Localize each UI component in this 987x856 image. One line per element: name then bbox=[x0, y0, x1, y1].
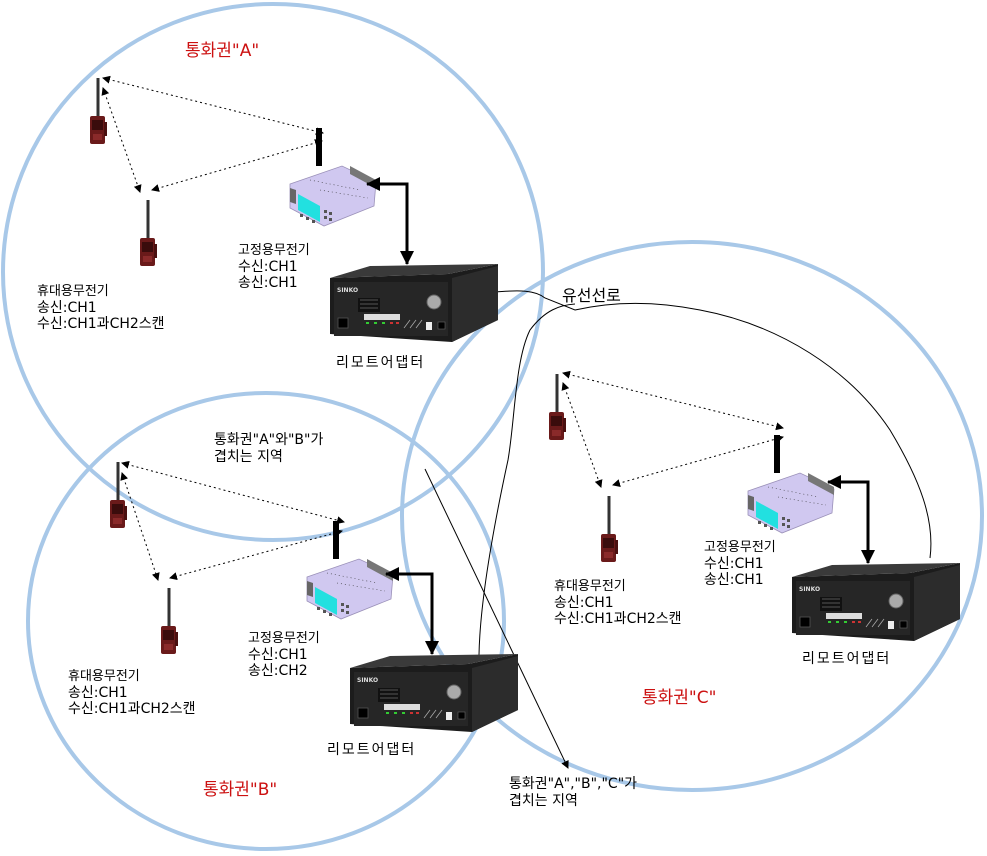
handheld-label-a: 휴대용무전기 송신:CH1 수신:CH1과CH2스캔 bbox=[37, 284, 165, 332]
handheld-radio-icon bbox=[161, 588, 178, 654]
overlap-abc-note: 통화권"A","B","C"가 겹치는 지역 bbox=[509, 776, 637, 810]
zone-a-devices bbox=[90, 75, 499, 343]
overlap-ab-line2: 겹치는 지역 bbox=[214, 449, 283, 465]
handheld-tx: 송신:CH1 bbox=[37, 300, 97, 316]
fixed-rx: 수신:CH1 bbox=[704, 556, 764, 572]
control-link bbox=[827, 475, 875, 564]
radio-link bbox=[561, 382, 603, 488]
fixed-rx: 수신:CH1 bbox=[248, 647, 308, 663]
fixed-label-a: 고정용무전기 수신:CH1 송신:CH1 bbox=[238, 243, 310, 291]
handheld-label-c: 휴대용무전기 송신:CH1 수신:CH1과CH2스캔 bbox=[554, 579, 682, 627]
radio-link bbox=[120, 472, 160, 581]
handheld-radio-icon bbox=[140, 200, 157, 266]
zone-c-title: 통화권"C" bbox=[642, 688, 717, 708]
control-link bbox=[385, 567, 439, 655]
handheld-tx: 송신:CH1 bbox=[554, 595, 614, 611]
remote-adapter-icon bbox=[329, 263, 499, 343]
zone-c-circle bbox=[400, 240, 984, 792]
wired-line-b bbox=[478, 303, 576, 656]
overlap-abc-line1: 통화권"A","B","C"가 bbox=[509, 776, 638, 792]
fixed-tx: 송신:CH1 bbox=[238, 275, 298, 291]
overlap-abc-line2: 겹치는 지역 bbox=[509, 793, 578, 809]
handheld-rx: 수신:CH1과CH2스캔 bbox=[554, 611, 682, 627]
handheld-label-b: 휴대용무전기 송신:CH1 수신:CH1과CH2스캔 bbox=[68, 669, 196, 717]
wire-label: 유선선로 bbox=[562, 286, 621, 305]
zone-a-title: 통화권"A" bbox=[185, 41, 260, 61]
fixed-title: 고정용무전기 bbox=[704, 540, 776, 555]
fixed-label-b: 고정용무전기 수신:CH1 송신:CH2 bbox=[248, 631, 320, 679]
handheld-rx: 수신:CH1과CH2스캔 bbox=[68, 701, 196, 717]
handheld-tx: 송신:CH1 bbox=[68, 685, 128, 701]
control-link bbox=[366, 177, 414, 265]
overlap-ab-note: 통화권"A"와"B"가 겹치는 지역 bbox=[214, 432, 323, 466]
radio-link bbox=[101, 87, 142, 193]
handheld-title: 휴대용무전기 bbox=[554, 579, 626, 594]
handheld-radio-icon bbox=[601, 496, 618, 562]
radio-link bbox=[121, 460, 345, 525]
handheld-title: 휴대용무전기 bbox=[68, 669, 140, 684]
radio-link bbox=[102, 75, 324, 136]
adapter-label-a: 리모트어댑터 bbox=[336, 355, 426, 371]
adapter-label-b: 리모트어댑터 bbox=[327, 742, 417, 758]
fixed-label-c: 고정용무전기 수신:CH1 송신:CH1 bbox=[704, 540, 776, 588]
zone-b-circle bbox=[26, 391, 506, 851]
adapter-label-c: 리모트어댑터 bbox=[802, 651, 892, 667]
fixed-tx: 송신:CH2 bbox=[248, 663, 308, 679]
overlap-abc-pointer bbox=[424, 468, 569, 769]
zone-b-title: 통화권"B" bbox=[203, 780, 278, 800]
fixed-title: 고정용무전기 bbox=[238, 243, 310, 258]
radio-link bbox=[562, 370, 784, 431]
handheld-radio-icon bbox=[90, 78, 107, 144]
remote-adapter-icon bbox=[349, 653, 519, 733]
handheld-title: 휴대용무전기 bbox=[37, 284, 109, 299]
radio-link bbox=[612, 435, 784, 487]
wired-line bbox=[493, 290, 932, 559]
zone-c-devices bbox=[549, 370, 961, 642]
fixed-radio-icon bbox=[747, 434, 835, 534]
fixed-radio-icon bbox=[289, 127, 377, 227]
handheld-rx: 수신:CH1과CH2스캔 bbox=[37, 316, 165, 332]
fixed-tx: 송신:CH1 bbox=[704, 572, 764, 588]
fixed-title: 고정용무전기 bbox=[248, 631, 320, 646]
overlap-ab-line1: 통화권"A"와"B"가 bbox=[214, 432, 324, 448]
zone-b-devices bbox=[110, 460, 519, 733]
remote-adapter-icon bbox=[791, 562, 961, 642]
fixed-rx: 수신:CH1 bbox=[238, 259, 298, 275]
